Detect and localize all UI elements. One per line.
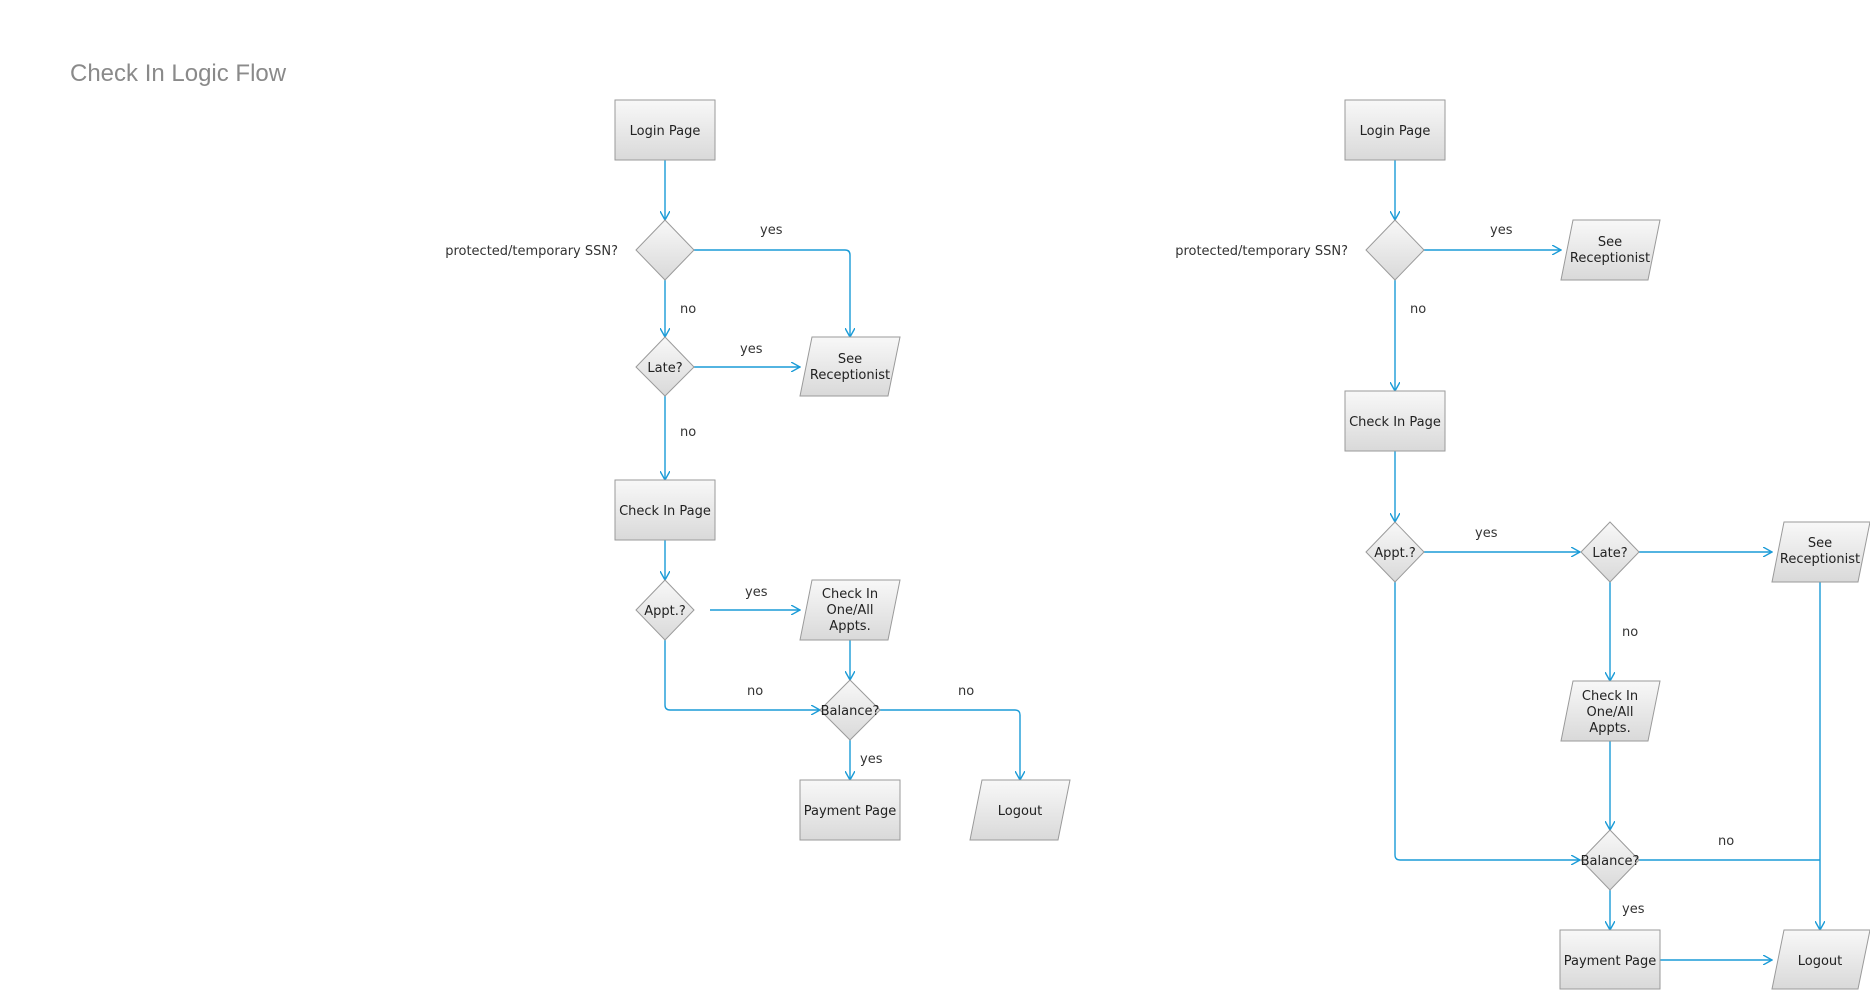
page-title: Check In Logic Flow	[70, 60, 287, 87]
payment-page-node	[799, 779, 901, 841]
logout-label: Logout	[998, 804, 1043, 819]
ssn-question-label: protected/temporary SSN?	[1175, 244, 1348, 259]
logout-label: Logout	[1798, 954, 1843, 969]
payment-page-label: Payment Page	[804, 804, 897, 819]
payment-page-label: Payment Page	[1564, 954, 1657, 969]
see-receptionist-label-1: See	[838, 352, 862, 367]
balance-label: Balance?	[821, 704, 880, 719]
edge-ssn-yes	[694, 249, 850, 337]
see-receptionist-a-node	[1560, 219, 1661, 281]
edge-appt-no	[664, 640, 820, 710]
ssn-yes-label: yes	[1490, 223, 1513, 238]
ssn-question-label: protected/temporary SSN?	[445, 244, 618, 259]
ssn-no-label: no	[1410, 302, 1426, 317]
check-in-appts-label-2: One/All	[1587, 705, 1634, 720]
see-receptionist-b-label-1: See	[1808, 536, 1832, 551]
see-receptionist-a-label-2: Receptionist	[1570, 251, 1650, 266]
balance-yes-label: yes	[860, 752, 883, 767]
see-receptionist-b-node	[1771, 521, 1870, 583]
balance-decision-node	[1580, 829, 1640, 891]
late-label: Late?	[647, 361, 682, 376]
check-in-appts-label-3: Appts.	[1589, 721, 1630, 736]
right-flow: Login Page protected/temporary SSN? See …	[1175, 99, 1870, 990]
see-receptionist-node	[799, 336, 901, 397]
login-page-label: Login Page	[630, 124, 701, 139]
ssn-no-label: no	[680, 302, 696, 317]
ssn-decision-node	[635, 219, 695, 281]
edge-appt-no	[1394, 582, 1580, 860]
check-in-appts-label-1: Check In	[822, 587, 878, 602]
check-in-appts-node	[799, 579, 901, 641]
balance-decision-node	[819, 679, 881, 741]
check-in-page-node	[614, 479, 716, 541]
check-in-appts-label-1: Check In	[1582, 689, 1638, 704]
appt-decision-node	[1365, 521, 1425, 583]
see-receptionist-label-2: Receptionist	[810, 368, 890, 383]
ssn-decision-node	[1365, 219, 1425, 281]
appt-yes-label: yes	[1475, 526, 1498, 541]
balance-no-label: no	[1718, 834, 1734, 849]
balance-no-label: no	[958, 684, 974, 699]
login-page-label: Login Page	[1360, 124, 1431, 139]
ssn-yes-label: yes	[760, 223, 783, 238]
check-in-page-node	[1344, 390, 1446, 452]
check-in-page-label: Check In Page	[619, 504, 711, 519]
login-page-node	[1344, 99, 1446, 161]
edge-balance-no	[880, 709, 1020, 780]
late-decision-node	[635, 336, 695, 397]
login-page-node	[614, 99, 716, 161]
check-in-appts-node	[1560, 680, 1661, 742]
appt-yes-label: yes	[745, 585, 768, 600]
late-decision-node	[1580, 521, 1640, 583]
check-in-appts-label-2: One/All	[827, 603, 874, 618]
appt-decision-node	[635, 579, 695, 641]
balance-yes-label: yes	[1622, 902, 1645, 917]
appt-label: Appt.?	[1374, 546, 1416, 561]
see-receptionist-a-label-1: See	[1598, 235, 1622, 250]
appt-label: Appt.?	[644, 604, 686, 619]
late-no-label: no	[1622, 625, 1638, 640]
check-in-page-label: Check In Page	[1349, 415, 1441, 430]
see-receptionist-b-label-2: Receptionist	[1780, 552, 1860, 567]
late-no-label: no	[680, 425, 696, 440]
balance-label: Balance?	[1581, 854, 1640, 869]
appt-no-label: no	[747, 684, 763, 699]
payment-page-node	[1559, 929, 1661, 990]
check-in-appts-label-3: Appts.	[829, 619, 870, 634]
logout-node	[1771, 929, 1870, 990]
late-label: Late?	[1592, 546, 1627, 561]
late-yes-label: yes	[740, 342, 763, 357]
left-flow: Login Page protected/temporary SSN? Late…	[445, 99, 1071, 841]
logout-node	[969, 779, 1071, 841]
